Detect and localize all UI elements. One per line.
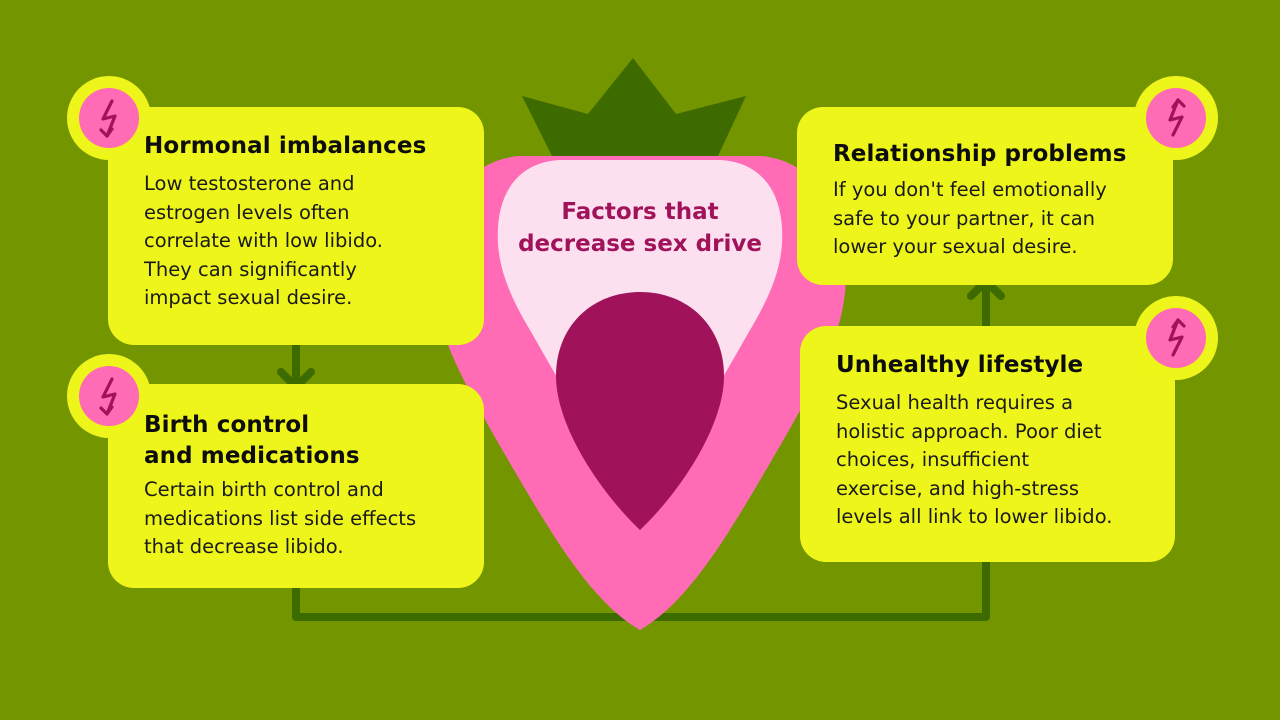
card-body-line: lower your sexual desire. — [833, 235, 1078, 258]
card-body-line: impact sexual desire. — [144, 286, 353, 309]
card-body-line: estrogen levels often — [144, 200, 350, 224]
card-birth-control: Birth control and medications Certain bi… — [108, 384, 484, 588]
card-body-line: choices, insufficient — [836, 448, 1029, 471]
badge-hormonal — [67, 76, 151, 160]
card-heading-line: Birth control — [144, 412, 310, 438]
card-body-line: correlate with low libido. — [144, 229, 383, 252]
strawberry-seed — [556, 292, 724, 530]
card-relationship-problems: Relationship problems If you don't feel … — [797, 107, 1173, 285]
card-heading: Relationship problems — [833, 141, 1127, 167]
diagram-title: Factors that decrease sex drive — [500, 196, 780, 260]
card-body-line: safe to your partner, it can — [833, 206, 1096, 230]
card-body-line: Sexual health requires a — [836, 391, 1074, 414]
card-body-line: They can significantly — [144, 257, 357, 281]
card-heading: Birth control and medications — [144, 410, 464, 472]
card-heading: Unhealthy lifestyle — [836, 352, 1084, 378]
title-line-1: Factors that — [561, 199, 719, 225]
card-body-line: medications list side effects — [144, 506, 417, 530]
card-body-line: Low testosterone and — [144, 172, 355, 195]
lightning-bolt-icon — [99, 99, 117, 138]
lightning-bolt-icon — [1168, 98, 1186, 137]
card-body-line: Certain birth control and — [144, 478, 384, 501]
card-body: Sexual health requires a holistic approa… — [836, 389, 1157, 532]
card-body-line: exercise, and high-stress — [836, 476, 1080, 500]
card-body: Certain birth control and medications li… — [144, 476, 464, 562]
card-body-line: If you don't feel emotionally — [833, 178, 1107, 201]
title-line-2: decrease sex drive — [518, 231, 762, 257]
card-body-line: levels all link to lower libido. — [836, 505, 1113, 528]
card-body-line: holistic approach. Poor diet — [836, 419, 1102, 443]
badge-birth-control — [67, 354, 151, 438]
card-body: Low testosterone and estrogen levels oft… — [144, 170, 464, 313]
badge-relationship — [1134, 76, 1218, 160]
card-heading: Hormonal imbalances — [144, 133, 427, 159]
card-body-line: that decrease libido. — [144, 535, 344, 558]
card-hormonal-imbalances: Hormonal imbalances Low testosterone and… — [108, 107, 484, 345]
lightning-bolt-icon — [99, 377, 117, 416]
strawberry-leaves — [522, 58, 746, 156]
card-unhealthy-lifestyle: Unhealthy lifestyle Sexual health requir… — [800, 326, 1175, 562]
badge-lifestyle — [1134, 296, 1218, 380]
lightning-bolt-icon — [1168, 318, 1186, 357]
card-heading-line: and medications — [144, 443, 360, 469]
card-body: If you don't feel emotionally safe to yo… — [833, 176, 1153, 262]
